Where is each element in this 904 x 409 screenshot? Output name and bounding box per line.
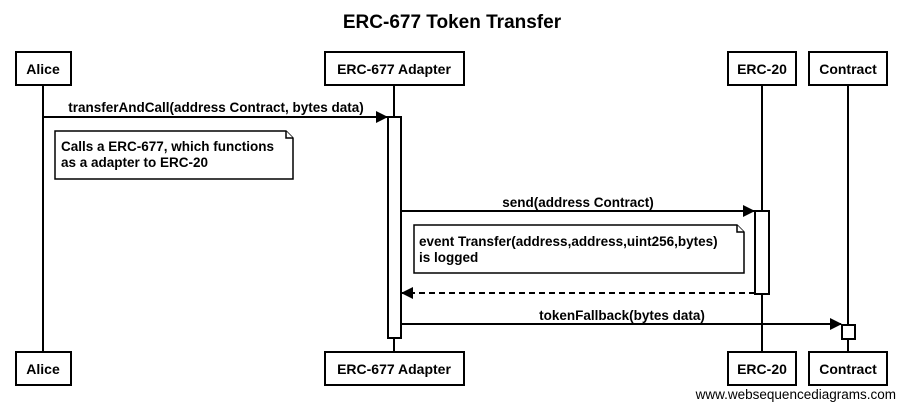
participant-adapter-label: ERC-677 Adapter <box>337 61 451 77</box>
activation-adapter <box>387 116 402 339</box>
participant-adapter-top: ERC-677 Adapter <box>324 51 465 86</box>
participant-erc20-label: ERC-20 <box>737 361 787 377</box>
note-event-transfer: event Transfer(address,address,uint256,b… <box>413 224 745 274</box>
participant-erc20-top: ERC-20 <box>727 51 797 86</box>
activation-contract <box>841 324 856 340</box>
participant-alice-bottom: Alice <box>15 351 72 386</box>
participant-alice-label: Alice <box>26 361 60 377</box>
diagram-title: ERC-677 Token Transfer <box>343 12 562 33</box>
participant-contract-bottom: Contract <box>808 351 888 386</box>
message-label-tokenfallback: tokenFallback(bytes data) <box>539 308 705 323</box>
note-calls-erc677: Calls a ERC-677, which functions as a ad… <box>54 130 294 180</box>
participant-contract-top: Contract <box>808 51 888 86</box>
participant-alice-label: Alice <box>26 61 60 77</box>
note-line: Calls a ERC-677, which functions <box>61 139 274 154</box>
message-label-send: send(address Contract) <box>502 195 654 210</box>
activation-erc20 <box>754 210 770 295</box>
participant-erc20-bottom: ERC-20 <box>727 351 797 386</box>
note-line: as a adapter to ERC-20 <box>61 155 208 170</box>
note-line: event Transfer(address,address,uint256,b… <box>419 234 718 249</box>
message-label-transferandcall: transferAndCall(address Contract, bytes … <box>68 100 364 115</box>
participant-erc20-label: ERC-20 <box>737 61 787 77</box>
participant-adapter-bottom: ERC-677 Adapter <box>324 351 465 386</box>
participant-alice-top: Alice <box>15 51 72 86</box>
participant-contract-label: Contract <box>819 61 877 77</box>
note-line: is logged <box>419 250 478 265</box>
participant-adapter-label: ERC-677 Adapter <box>337 361 451 377</box>
footer-link[interactable]: www.websequencediagrams.com <box>695 387 896 402</box>
participant-contract-label: Contract <box>819 361 877 377</box>
